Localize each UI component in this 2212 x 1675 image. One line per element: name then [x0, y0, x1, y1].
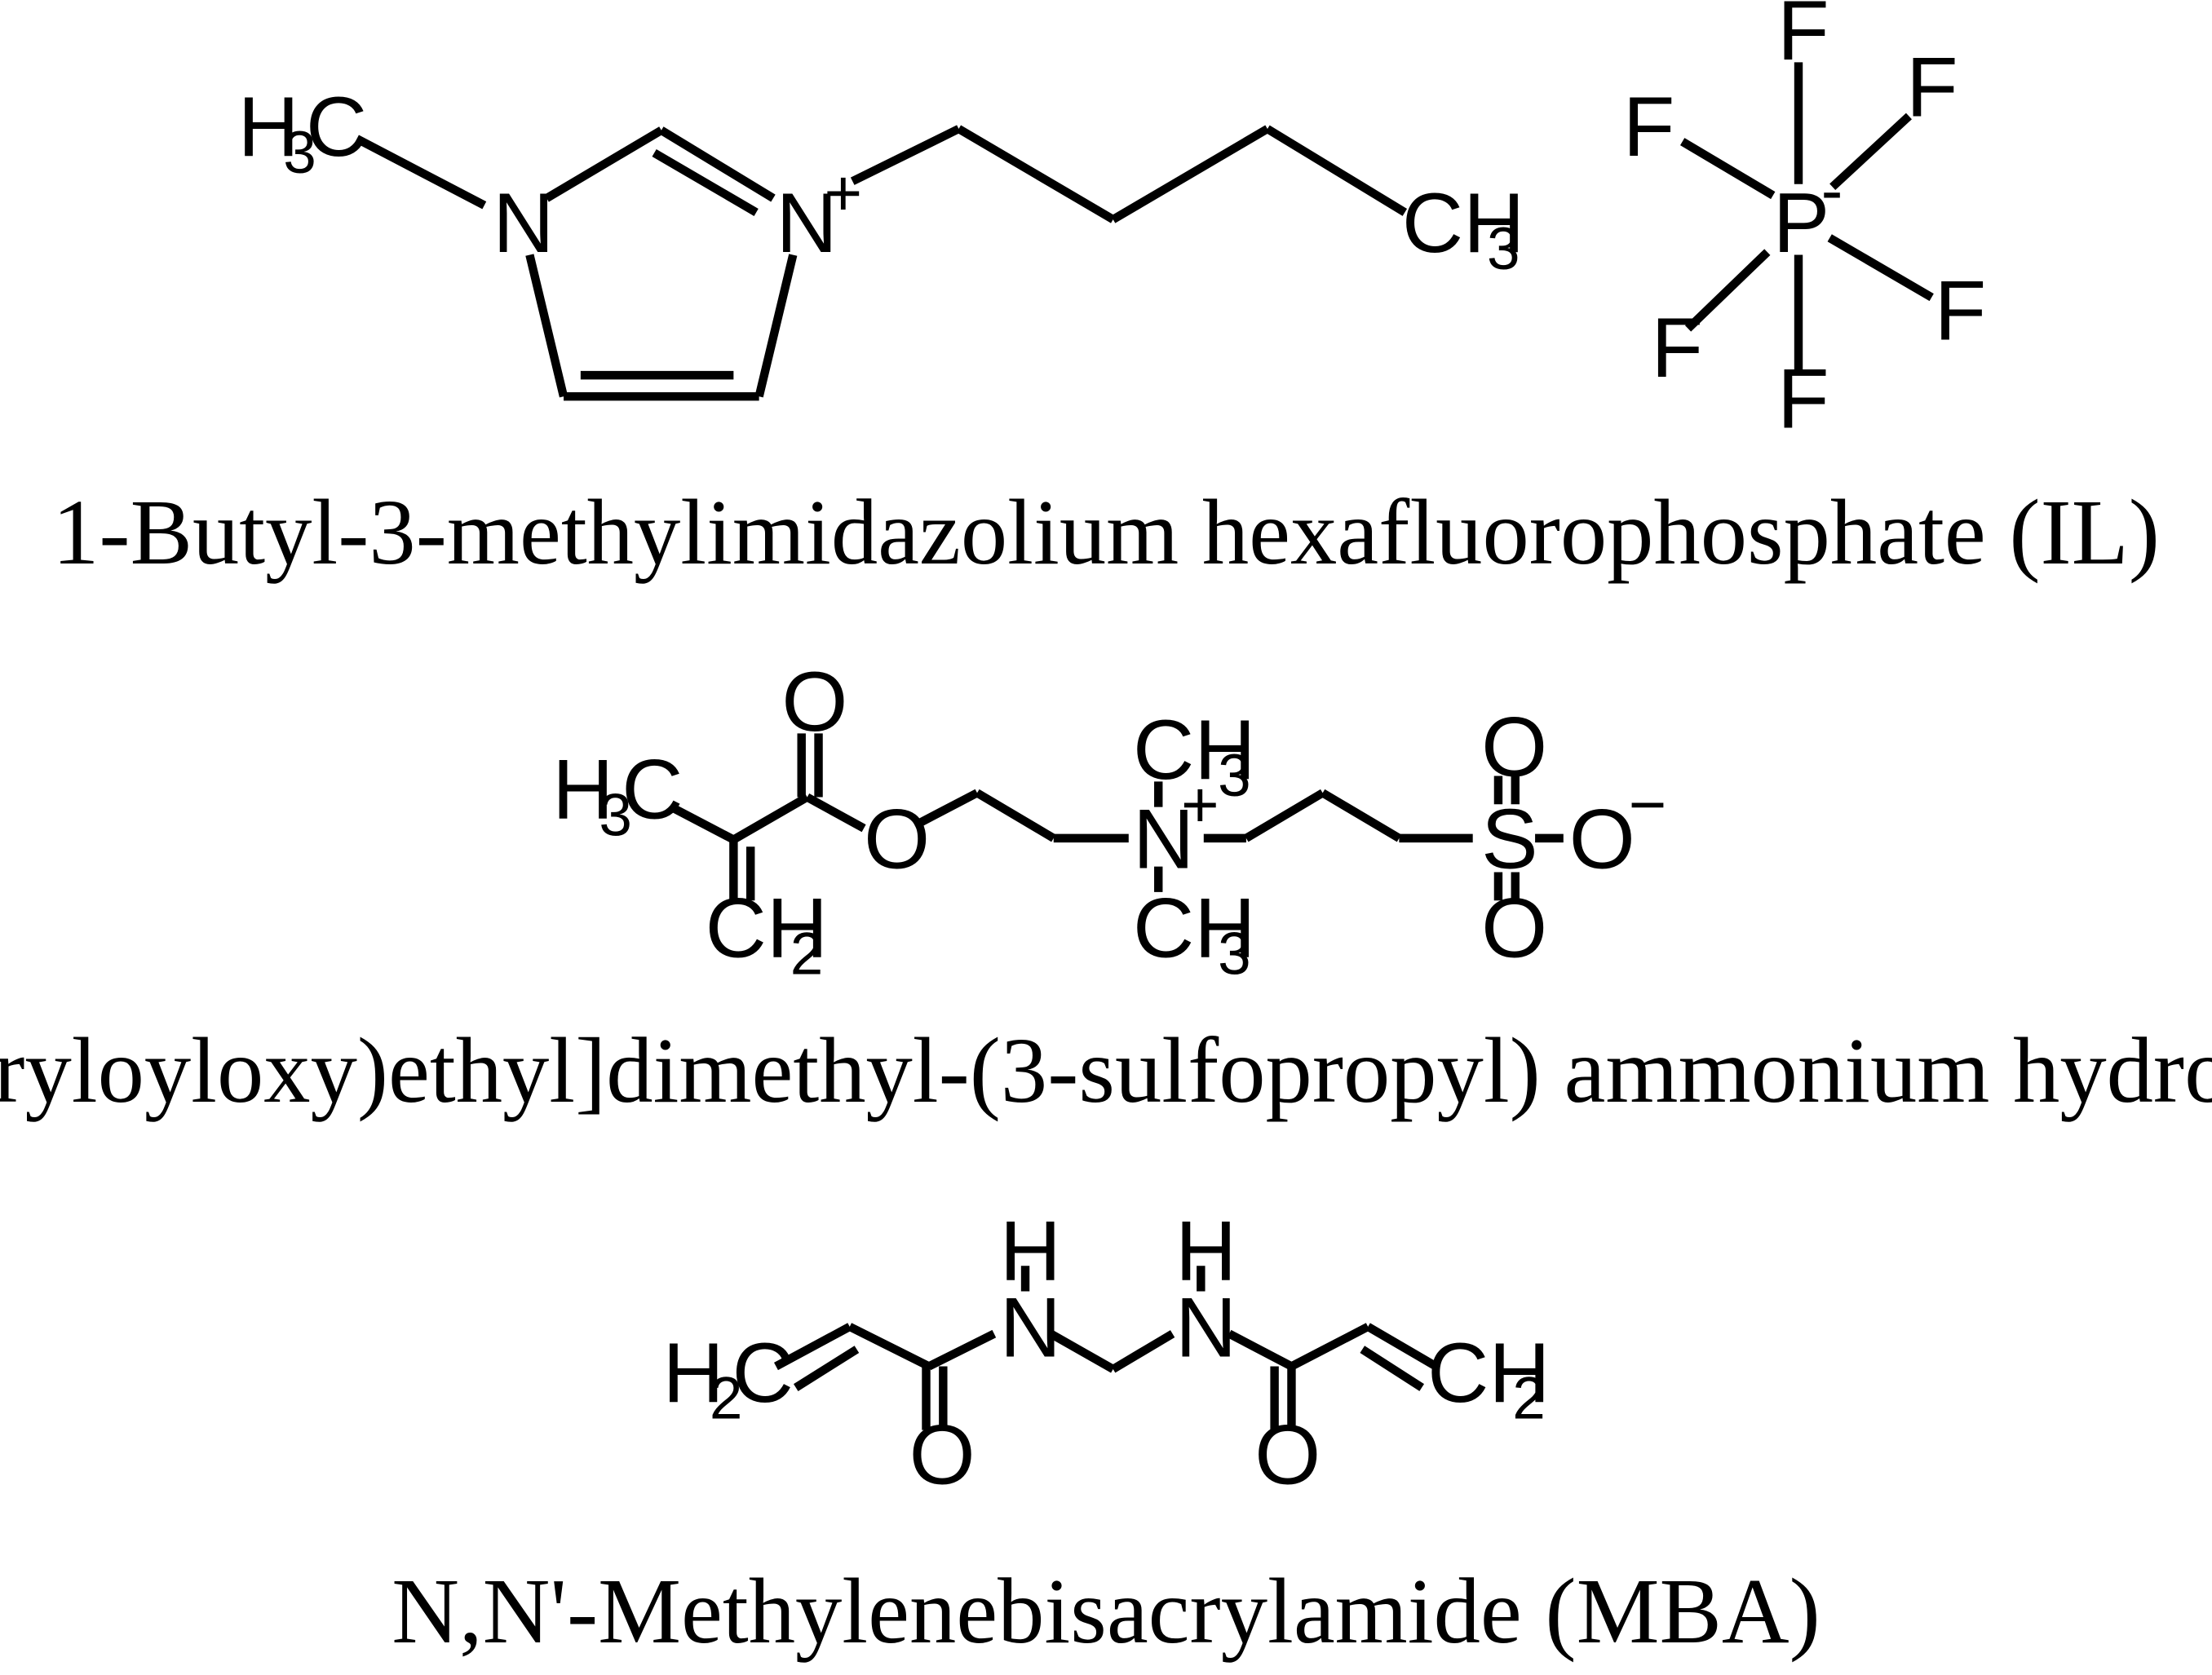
- mba-atom-right-o: O: [1254, 1408, 1321, 1503]
- il-atom-n1: N: [493, 176, 554, 271]
- mba-atom-right-nh-n: N: [1175, 1280, 1237, 1375]
- pf6-bond-upper-right: [1829, 113, 1912, 191]
- pf6-atom-f-upper-right: F: [1906, 40, 1958, 135]
- il-atom-butyl-end: CH: [1402, 176, 1524, 271]
- mba-atom-left-nh-n: N: [1000, 1280, 1061, 1375]
- spe-atom-n-methyl-bottom-count: 3: [1218, 921, 1251, 988]
- il-bond-n3-butyl1: [850, 125, 961, 185]
- spe-atom-s-o-top: O: [1481, 700, 1547, 794]
- il-caption: 1-Butyl-3-methylimidazolium hexafluoroph…: [52, 480, 2160, 584]
- mba-bond-right-vinyl-double: [1360, 1346, 1424, 1391]
- spe-atom-s-o-bottom: O: [1481, 882, 1547, 976]
- mba-atom-right-ch2-count: 2: [1512, 1366, 1546, 1432]
- pf6-structure: P - F F F F F F: [1623, 0, 1987, 446]
- pf6-bond-upper-left: [1679, 138, 1776, 200]
- spe-atom-n-methyl-top-count: 3: [1218, 743, 1251, 809]
- mba-bond-right-n-carbonyl: [1227, 1329, 1294, 1371]
- spe-atom-s-o-right: O: [1569, 792, 1635, 886]
- spe-bond-prop2-3: [1320, 789, 1402, 842]
- il-atom-methyl-h: H: [238, 80, 299, 175]
- mba-bond-left-vinyl: [773, 1323, 852, 1371]
- spe-atom-n-methyl-top: CH: [1133, 703, 1255, 798]
- spe-atom-n-methyl-bottom: CH: [1133, 882, 1255, 976]
- il-atom-n3: N: [776, 176, 837, 271]
- pf6-atom-p-charge: -: [1821, 153, 1843, 226]
- pf6-bond-lower-left: [1684, 249, 1771, 332]
- il-atom-butyl-end-count: 3: [1487, 216, 1520, 282]
- spe-atom-h3c-h: H: [552, 743, 613, 838]
- spe-bond-c-carbonyl: [731, 793, 810, 844]
- spe-atom-n-charge: +: [1181, 768, 1219, 841]
- spe-bond-prop1-2: [1244, 789, 1325, 842]
- pf6-atom-f-top: F: [1777, 0, 1829, 78]
- il-atom-methyl-c: C: [306, 80, 367, 175]
- mba-bond-left-vinyl-double: [793, 1346, 860, 1391]
- mba-structure: H 2 C O H N H N O CH 2: [663, 1204, 1551, 1503]
- il-atom-n3-charge: +: [824, 157, 862, 229]
- mba-bond-ch2-right-n: [1111, 1330, 1175, 1373]
- mba-bond-left-vinyl-carbonyl: [847, 1323, 931, 1371]
- spe-bond-ch2-ch2: [975, 789, 1056, 842]
- il-bond-methyl-n1: [355, 135, 487, 210]
- mba-atom-left-o: O: [909, 1408, 975, 1503]
- spe-bond-carbonyl-ester-o: [805, 793, 866, 833]
- mba-atom-left-h-count: 2: [710, 1366, 743, 1432]
- spe-atom-h3c-c: C: [622, 743, 683, 838]
- mba-atom-left-c: C: [732, 1326, 794, 1421]
- pf6-atom-f-upper-left: F: [1623, 80, 1675, 175]
- il-bond-c5-n1: [525, 254, 568, 398]
- spe-atom-h3c-count: 3: [599, 782, 632, 848]
- spe-atom-n: N: [1133, 792, 1194, 886]
- spe-structure: H 3 C O O CH 2 N + CH 3 CH 3 S O O O −: [552, 655, 1666, 988]
- il-bond-butyl3-4: [1265, 125, 1408, 216]
- il-bond-c2-n3-double: [652, 149, 759, 216]
- il-bond-butyl1-2: [956, 125, 1116, 223]
- spe-atom-s: S: [1481, 792, 1537, 886]
- mba-bond-left-n-ch2: [1048, 1330, 1116, 1373]
- spe-atom-ch2-count: 2: [790, 921, 824, 988]
- mba-bond-right-vinyl: [1365, 1323, 1439, 1370]
- spe-caption: [2-(Methacryloyloxy)ethyl]dimethyl-(3-su…: [0, 1019, 2212, 1122]
- mba-atom-left-h: H: [663, 1326, 724, 1421]
- pf6-atom-f-lower-right: F: [1935, 264, 1987, 359]
- spe-atom-ch2: CH: [706, 882, 828, 976]
- il-bond-n1-c2: [544, 126, 664, 202]
- pf6-bond-lower-right: [1827, 234, 1934, 302]
- pf6-atom-p: P: [1773, 176, 1829, 271]
- il-bond-c2-n3: [659, 126, 776, 202]
- mba-atom-right-nh-h: H: [1175, 1204, 1237, 1299]
- il-bond-n3-c4: [754, 254, 798, 398]
- pf6-atom-f-lower-left: F: [1651, 301, 1703, 396]
- il-bond-butyl2-3: [1111, 125, 1270, 223]
- mba-atom-right-ch2: CH: [1427, 1326, 1550, 1421]
- mba-caption: N,N'-Methylenebisacrylamide (MBA): [392, 1559, 1820, 1663]
- spe-bond-ester-o-ch2: [913, 789, 980, 829]
- il-atom-methyl-h-count: 3: [283, 120, 316, 186]
- spe-atom-ester-o: O: [864, 792, 930, 886]
- spe-bond-methyl-c: [669, 803, 736, 844]
- pf6-atom-f-bottom: F: [1777, 351, 1829, 446]
- spe-atom-s-o-charge: −: [1629, 768, 1667, 841]
- spe-atom-carbonyl-o: O: [781, 655, 847, 749]
- mba-bond-right-carbonyl-vinyl: [1290, 1323, 1370, 1371]
- mba-bond-left-carbonyl-n: [927, 1329, 997, 1371]
- il-structure: H 3 C N N + CH 3: [238, 80, 1524, 401]
- mba-atom-left-nh-h: H: [1000, 1204, 1061, 1299]
